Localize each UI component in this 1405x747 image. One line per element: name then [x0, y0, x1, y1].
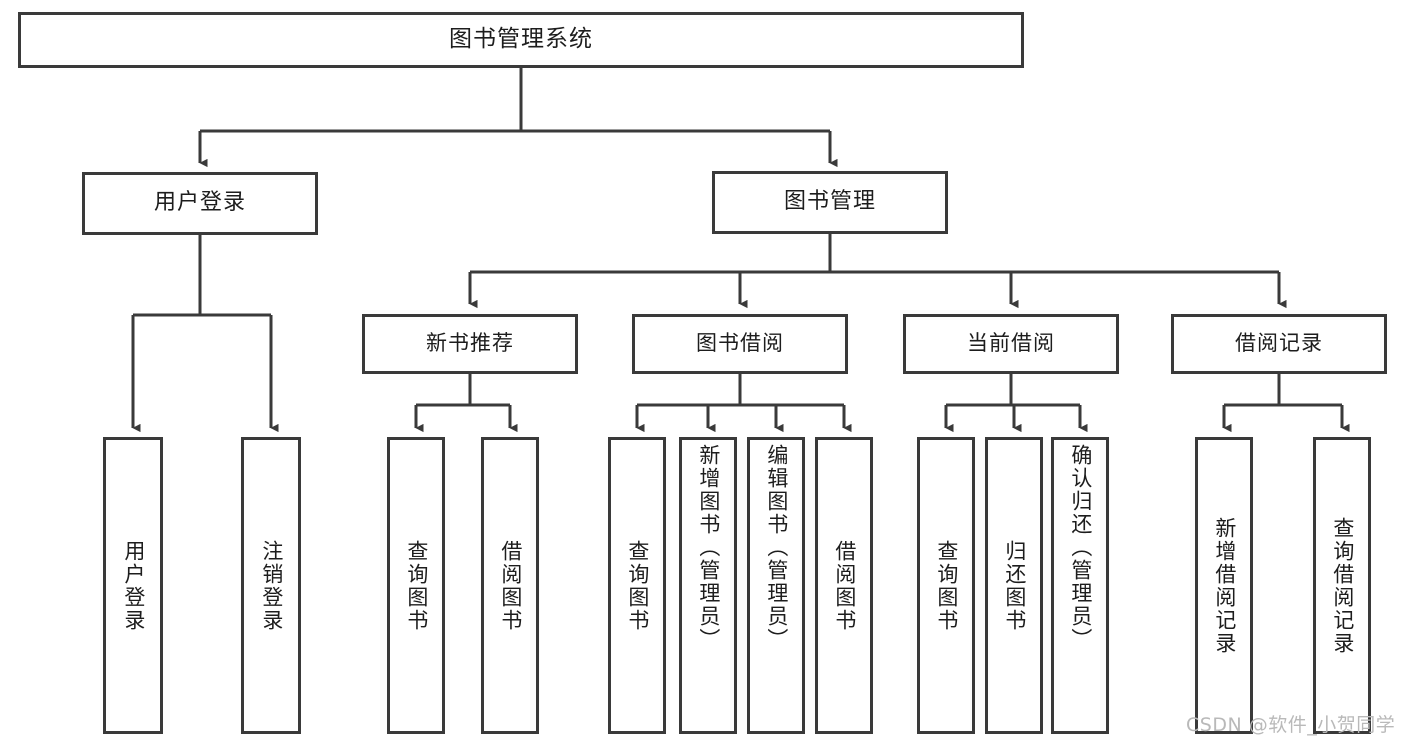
node-label: 查询借阅记录 [1330, 516, 1355, 655]
leaf-borrow-book[interactable]: 借阅图书 [815, 437, 873, 734]
node-label: 归还图书 [1002, 539, 1027, 632]
leaf-confirm-return-admin[interactable]: 确认归还（管理员） [1051, 437, 1109, 734]
node-label: 借阅记录 [1235, 331, 1323, 356]
node-label: 编辑图书（管理员） [764, 444, 789, 651]
node-label: 当前借阅 [967, 331, 1055, 356]
node-label: 图书管理 [783, 189, 876, 215]
leaf-add-borrow-record[interactable]: 新增借阅记录 [1195, 437, 1253, 734]
leaf-query-book-recommend[interactable]: 查询图书 [387, 437, 445, 734]
node-label: 查询图书 [625, 539, 650, 632]
node-label: 新增图书（管理员） [696, 444, 721, 651]
node-root-book-management-system[interactable]: 图书管理系统 [18, 12, 1024, 68]
leaf-query-borrow-record[interactable]: 查询借阅记录 [1313, 437, 1371, 734]
node-label: 查询图书 [934, 539, 959, 632]
node-current-borrow[interactable]: 当前借阅 [903, 314, 1119, 374]
leaf-borrow-book-recommend[interactable]: 借阅图书 [481, 437, 539, 734]
node-new-book-recommend[interactable]: 新书推荐 [362, 314, 578, 374]
node-borrow-record[interactable]: 借阅记录 [1171, 314, 1387, 374]
leaf-query-book-current[interactable]: 查询图书 [917, 437, 975, 734]
node-label: 图书管理系统 [449, 26, 593, 53]
leaf-query-book-borrow[interactable]: 查询图书 [608, 437, 666, 734]
leaf-logout[interactable]: 注销登录 [241, 437, 301, 734]
node-label: 借阅图书 [832, 539, 857, 632]
node-user-login[interactable]: 用户登录 [82, 172, 318, 235]
node-label: 新增借阅记录 [1212, 516, 1237, 655]
node-label: 新书推荐 [426, 331, 514, 356]
node-book-borrow[interactable]: 图书借阅 [632, 314, 848, 374]
node-label: 用户登录 [153, 190, 246, 216]
leaf-edit-book-admin[interactable]: 编辑图书（管理员） [747, 437, 805, 734]
node-label: 用户登录 [121, 539, 146, 632]
node-label: 查询图书 [404, 539, 429, 632]
leaf-return-book[interactable]: 归还图书 [985, 437, 1043, 734]
node-book-management[interactable]: 图书管理 [712, 171, 948, 234]
leaf-add-book-admin[interactable]: 新增图书（管理员） [679, 437, 737, 734]
node-label: 图书借阅 [696, 331, 784, 356]
leaf-user-login[interactable]: 用户登录 [103, 437, 163, 734]
node-label: 确认归还（管理员） [1068, 444, 1093, 651]
node-label: 借阅图书 [498, 539, 523, 632]
watermark: CSDN @软件_小贺同学 [1186, 714, 1396, 736]
node-label: 注销登录 [259, 539, 284, 632]
